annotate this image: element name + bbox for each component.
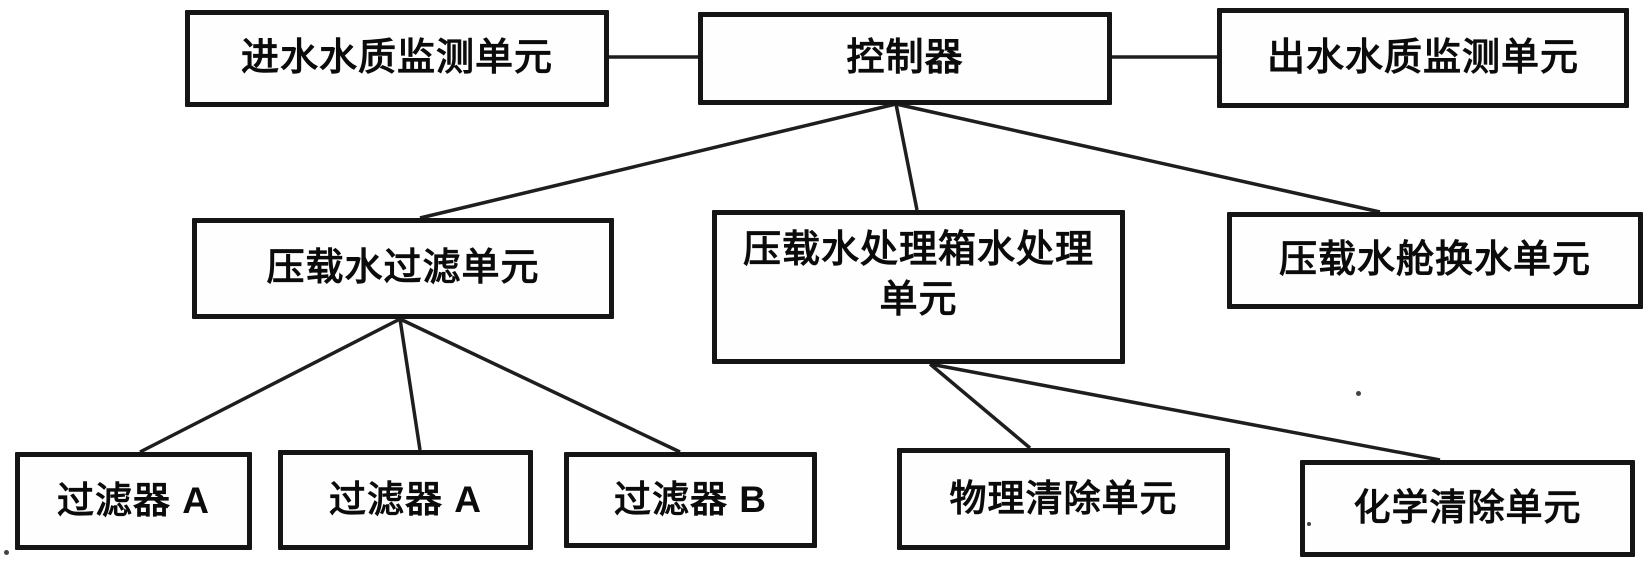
node-label: 进水水质监测单元 <box>240 37 553 80</box>
node-label: 出水水质监测单元 <box>1266 36 1579 79</box>
node-label: 过滤器 B <box>614 478 767 520</box>
node-label: 压载水处理箱水处理 单元 <box>742 229 1094 322</box>
scan-speck <box>1356 391 1361 396</box>
node-physical-removal-unit: 物理清除单元 <box>897 448 1230 550</box>
node-label: 过滤器 A <box>329 478 482 520</box>
scan-speck <box>1307 522 1311 526</box>
connector-ballast-water-filtering-unit--filter-a-2 <box>398 318 422 451</box>
node-label: 化学清除单元 <box>1353 487 1582 529</box>
node-ballast-water-filtering-unit: 压载水过滤单元 <box>192 218 614 319</box>
node-label: 压载水过滤单元 <box>266 247 540 290</box>
node-filter-b: 过滤器 B <box>564 452 817 548</box>
node-filter-a-2: 过滤器 A <box>278 450 533 550</box>
connector-controller--ballast-water-treatment-tank-unit <box>894 103 919 211</box>
connector-controller--ballast-tank-water-exchange-unit <box>895 102 1381 214</box>
node-inlet-water-quality-monitoring-unit: 进水水质监测单元 <box>185 10 609 107</box>
scan-speck <box>4 550 9 555</box>
connector-ballast-water-filtering-unit--filter-a-1 <box>139 317 401 454</box>
node-controller: 控制器 <box>698 12 1112 105</box>
node-ballast-water-treatment-tank-unit: 压载水处理箱水处理 单元 <box>712 210 1125 364</box>
scan-speck <box>936 60 942 66</box>
connector-ballast-water-treatment-tank-unit--physical-removal-unit <box>928 362 1032 450</box>
connector-controller--ballast-water-filtering-unit <box>419 102 897 220</box>
connector-ballast-water-treatment-tank-unit--chemical-removal-unit <box>929 362 1441 462</box>
node-filter-a-1: 过滤器 A <box>15 452 252 550</box>
node-label: 物理清除单元 <box>949 477 1178 519</box>
node-ballast-tank-water-exchange-unit: 压载水舱换水单元 <box>1227 212 1643 309</box>
node-label: 过滤器 A <box>57 479 210 521</box>
node-label: 压载水舱换水单元 <box>1278 239 1591 282</box>
node-label: 控制器 <box>846 37 964 80</box>
node-chemical-removal-unit: 化学清除单元 <box>1300 460 1635 557</box>
connector-ballast-water-filtering-unit--filter-b <box>399 317 681 454</box>
node-outlet-water-quality-monitoring-unit: 出水水质监测单元 <box>1217 8 1629 108</box>
